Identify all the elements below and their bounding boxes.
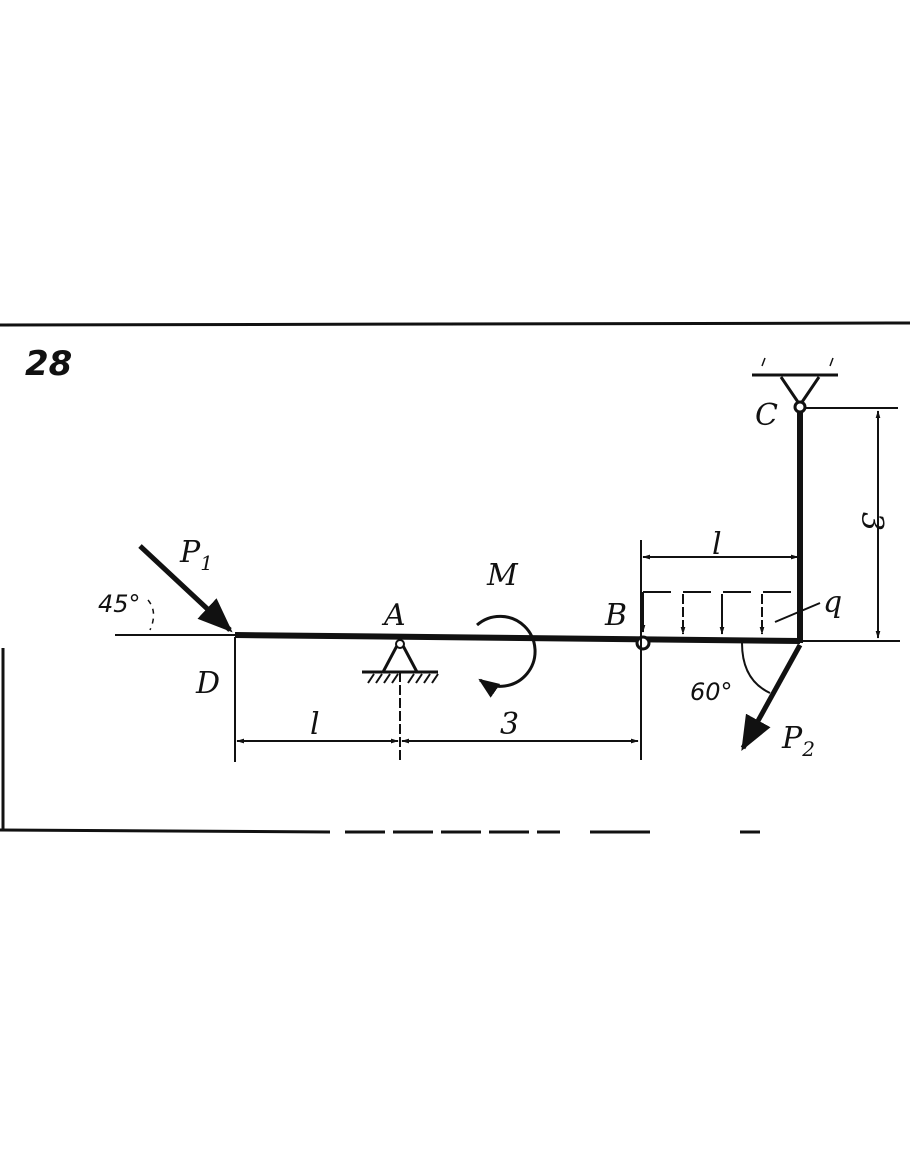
dimension-da-label: l (310, 707, 320, 742)
moment-m: M (476, 558, 537, 698)
point-a-label: A (381, 598, 406, 633)
pin-support-a (362, 636, 439, 684)
moment-label: M (486, 558, 519, 593)
pin-support-c (752, 357, 838, 414)
hinge-b (635, 635, 651, 651)
point-b-label: B (604, 598, 627, 633)
frame-border (0, 321, 910, 834)
angle-arc-p1 (147, 599, 155, 631)
load-length-label: l (712, 527, 722, 562)
angle-arc-p2 (741, 642, 771, 694)
force-p2: 60° P2 (690, 642, 815, 761)
p1-label: P1 (179, 535, 213, 575)
point-d-label: D (195, 666, 220, 701)
dimension-ab-label: 3 (500, 707, 519, 742)
problem-number: 28 (25, 344, 72, 384)
p2-angle-label: 60° (690, 678, 733, 706)
p2-label: P2 (781, 721, 815, 761)
beam (115, 410, 900, 644)
height-dimension (806, 407, 898, 639)
q-label: q (823, 585, 842, 620)
distributed-load-q (640, 554, 821, 635)
bottom-dimensions (234, 540, 642, 762)
p1-angle-label: 45° (98, 590, 141, 618)
height-label: 3 (854, 512, 889, 531)
point-c-label: C (755, 398, 778, 433)
force-p1: P1 45° (98, 535, 233, 633)
